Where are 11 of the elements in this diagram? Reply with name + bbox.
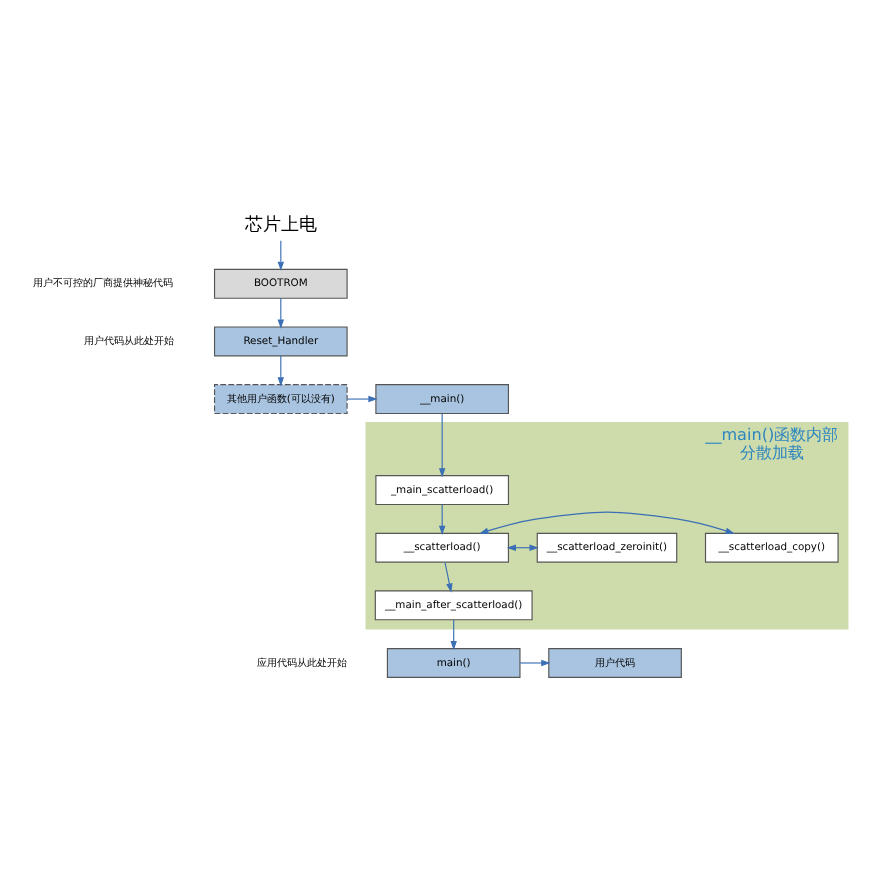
node-text: 芯片上电 <box>244 213 317 236</box>
arrow <box>277 297 285 329</box>
arrow <box>519 659 551 667</box>
arrow <box>277 355 285 387</box>
arrow <box>479 511 735 534</box>
arrow <box>346 395 378 403</box>
arrow <box>438 413 446 478</box>
arrow <box>438 504 446 536</box>
arrow <box>450 619 457 651</box>
arrow <box>444 561 453 593</box>
arrow <box>277 240 285 271</box>
